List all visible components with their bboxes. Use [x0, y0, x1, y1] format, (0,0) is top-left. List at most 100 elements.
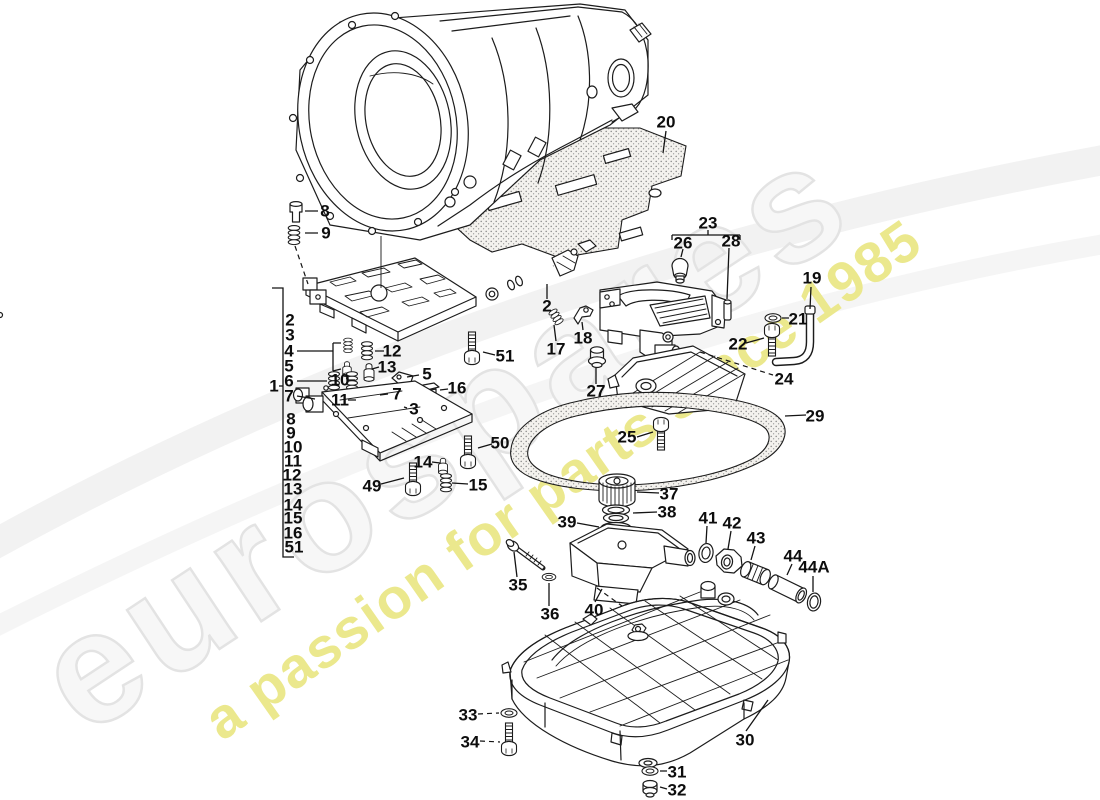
valve-body-lower: [292, 380, 473, 462]
callout-16: 16: [447, 378, 467, 398]
callout-44A: 44A: [798, 557, 830, 577]
part-27-nut: [587, 346, 607, 369]
callout-8: 8: [320, 201, 330, 221]
leader-lines: [272, 130, 814, 790]
callout-33: 33: [458, 705, 478, 725]
part-8-plug: [289, 201, 303, 223]
callout-28: 28: [721, 231, 741, 251]
callout-11: 11: [331, 390, 349, 410]
callout-13: 13: [283, 479, 303, 499]
callout-9: 9: [286, 423, 296, 443]
reservoir-40: [569, 523, 696, 605]
sleeve-44: [767, 574, 808, 604]
transmission-housing: [288, 3, 652, 241]
splined-cap-37: [598, 473, 636, 508]
fitting-43: [739, 561, 771, 586]
part-13-plug: [363, 363, 375, 382]
callout-42: 42: [722, 513, 742, 533]
part-14-plug: [438, 457, 448, 475]
pipe-19: [771, 305, 816, 367]
selector-rod-2: [485, 239, 597, 301]
oil-pan-30: [501, 580, 791, 769]
callout-13: 13: [377, 357, 397, 377]
callout-51: 51: [495, 346, 515, 366]
callout-26: 26: [673, 233, 693, 253]
bolt-34: [500, 722, 518, 757]
callout-41: 41: [698, 508, 718, 528]
callout-19: 19: [802, 268, 822, 288]
watermark-swoosh: [0, 234, 1100, 636]
callout-30: 30: [735, 730, 755, 750]
callout-21: 21: [788, 309, 808, 329]
callout-51: 51: [284, 537, 304, 557]
callout-10: 10: [330, 370, 350, 390]
callout-43: 43: [746, 528, 766, 548]
ring-41: [698, 542, 714, 564]
ring-44A: [806, 592, 822, 612]
nut-42: [715, 548, 743, 574]
callout-50: 50: [490, 433, 510, 453]
callout-3: 3: [409, 399, 419, 419]
part-15-spring: [440, 473, 452, 493]
callout-9: 9: [321, 223, 331, 243]
gasket-20: [445, 127, 687, 259]
parts-drawing: [0, 3, 822, 798]
callout-12: 12: [282, 465, 302, 485]
callout-39: 39: [557, 512, 577, 532]
pan-inlet-necks: [700, 580, 735, 606]
governor-cover-23: [599, 281, 727, 361]
callout-22: 22: [728, 334, 748, 354]
pan-gasket-29: [510, 391, 786, 492]
callout-6: 6: [284, 371, 294, 391]
part-9-spring: [287, 225, 301, 246]
valve-body-upper: [0, 257, 477, 342]
callout-2: 2: [542, 296, 552, 316]
part-4-spring: [343, 337, 353, 354]
callout-16: 16: [283, 523, 303, 543]
callout-3: 3: [285, 325, 295, 345]
callout-27: 27: [586, 381, 606, 401]
callout-49: 49: [362, 476, 382, 496]
part-12-spring: [361, 341, 373, 361]
part-28-pin: [723, 299, 732, 321]
callout-34: 34: [460, 732, 480, 752]
callout-14: 14: [283, 495, 303, 515]
callout-18: 18: [573, 328, 593, 348]
callout-8: 8: [286, 409, 296, 429]
part-18-clip: [573, 305, 594, 325]
callout-35: 35: [508, 575, 528, 595]
callout-24: 24: [774, 369, 794, 389]
callout-15: 15: [283, 508, 303, 528]
callout-14: 14: [413, 452, 433, 472]
callout-5: 5: [284, 356, 294, 376]
callout-23: 23: [698, 213, 718, 233]
callout-37: 37: [659, 484, 679, 504]
callout-12: 12: [382, 341, 402, 361]
drain-plug-32: [642, 779, 658, 798]
callout-25: 25: [617, 427, 637, 447]
callout-5: 5: [422, 364, 432, 384]
washer-21: [764, 313, 782, 323]
callout-36: 36: [540, 604, 560, 624]
callout-31: 31: [667, 762, 687, 782]
callout-4: 4: [284, 341, 294, 361]
callout-44: 44: [783, 546, 803, 566]
callout-15: 15: [468, 475, 488, 495]
washer-36: [541, 572, 557, 582]
callout-17: 17: [546, 339, 566, 359]
callout-1: 1: [269, 376, 279, 396]
callout-11: 11: [284, 451, 302, 471]
callout-10: 10: [283, 437, 303, 457]
watermark-swoosh: [0, 145, 1100, 559]
callout-20: 20: [656, 112, 676, 132]
rings-38: [601, 504, 631, 524]
bolt-35: [505, 539, 546, 571]
callout-32: 32: [667, 780, 687, 800]
washer-33: [500, 708, 518, 718]
callout-2: 2: [285, 310, 295, 330]
callout-7: 7: [284, 386, 294, 406]
callout-29: 29: [805, 406, 825, 426]
part-26-cap: [671, 257, 689, 284]
